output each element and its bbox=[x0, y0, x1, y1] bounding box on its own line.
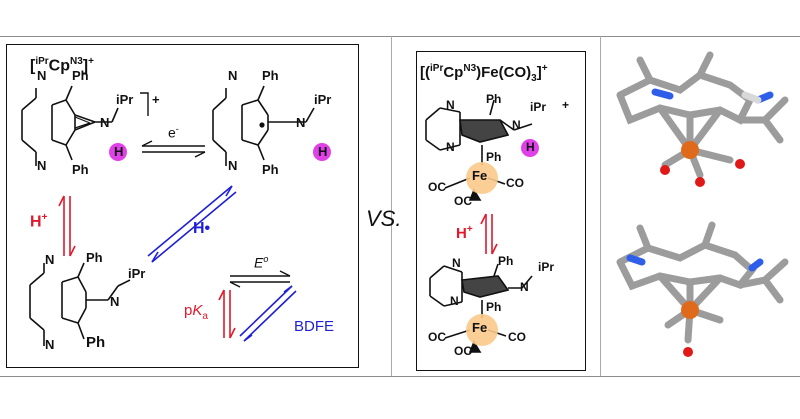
n-label: N bbox=[446, 140, 455, 154]
proton-arrows-right bbox=[480, 213, 498, 255]
fe-label: Fe bbox=[472, 168, 488, 183]
structure-protonated-ligand bbox=[21, 85, 119, 166]
bottom-rule bbox=[0, 376, 800, 377]
ph-label: Ph bbox=[262, 68, 279, 83]
h-label: H bbox=[114, 144, 124, 159]
h-label: H bbox=[526, 140, 535, 154]
plus-label: + bbox=[152, 92, 160, 107]
vertical-divider-1 bbox=[391, 36, 392, 376]
versus-label: VS. bbox=[366, 206, 402, 231]
ipr-label: iPr bbox=[538, 260, 555, 274]
n-label: N bbox=[100, 115, 110, 130]
ph-label: Ph bbox=[72, 162, 89, 177]
fe-highlight-bottom bbox=[466, 314, 498, 346]
n-label: N bbox=[296, 115, 306, 130]
co-label: CO bbox=[506, 176, 524, 190]
n-label: N bbox=[45, 337, 55, 352]
thermo-arrows-horizontal bbox=[229, 270, 291, 288]
crystal-structure-bottom bbox=[616, 221, 789, 357]
iron-complex-panel bbox=[416, 51, 586, 371]
ligand-panel bbox=[6, 44, 359, 368]
crystal-structure-top bbox=[616, 51, 789, 187]
oc-label: OC bbox=[428, 330, 446, 344]
ipr-label: iPr bbox=[116, 92, 134, 107]
electron-transfer-arrows bbox=[141, 140, 206, 158]
n-label: N bbox=[512, 118, 521, 132]
proton-label-right: H+ bbox=[456, 224, 473, 242]
h-highlight-left-top bbox=[109, 143, 127, 161]
ph-label: Ph bbox=[262, 162, 279, 177]
n-label: N bbox=[452, 256, 461, 270]
proton-label: H+ bbox=[30, 212, 48, 231]
n-label: N bbox=[450, 294, 459, 308]
ipr-label: iPr bbox=[314, 92, 332, 107]
n-label: N bbox=[110, 294, 120, 309]
complex-title: [(iPrCpN3)Fe(CO)3]+ bbox=[420, 63, 548, 84]
n-label: N bbox=[446, 98, 455, 112]
co-label: CO bbox=[508, 330, 526, 344]
h-atom-label: H• bbox=[193, 220, 211, 237]
ph-label: Ph bbox=[86, 250, 103, 265]
vertical-divider-2 bbox=[600, 36, 601, 376]
n-label: N bbox=[37, 158, 47, 173]
thermo-arrows-bdfe bbox=[239, 285, 297, 342]
ph-label: Ph bbox=[486, 150, 502, 164]
thermo-arrows-pka bbox=[218, 289, 236, 339]
fe-label: Fe bbox=[472, 320, 488, 335]
ipr-label: iPr bbox=[128, 266, 146, 281]
plus-label: + bbox=[562, 98, 570, 112]
top-rule bbox=[0, 36, 800, 37]
ligand-title: [iPrCpN3]+ bbox=[30, 56, 94, 75]
n-label: N bbox=[520, 280, 529, 294]
fe-highlight-top bbox=[466, 162, 498, 194]
ph-label: Ph bbox=[498, 254, 514, 268]
oc-label: OC bbox=[428, 180, 446, 194]
ph-label: Ph bbox=[486, 92, 502, 106]
bdfe-label: BDFE bbox=[294, 318, 335, 335]
ph-label: Ph bbox=[86, 334, 106, 351]
structure-fe-neutral bbox=[429, 263, 533, 353]
structure-radical-ligand bbox=[212, 85, 315, 166]
h-highlight-right-top bbox=[313, 143, 331, 161]
n-label: N bbox=[228, 158, 238, 173]
charge-bracket bbox=[140, 92, 149, 116]
ph-label: Ph bbox=[72, 68, 89, 83]
ph-label: Ph bbox=[486, 300, 502, 314]
electron-label: e- bbox=[168, 124, 179, 141]
h-atom-arrows bbox=[147, 185, 237, 263]
e-standard-label: Eo bbox=[254, 254, 269, 271]
n-label: N bbox=[45, 252, 55, 267]
oc-label: OC bbox=[454, 344, 472, 358]
oc-label: OC bbox=[454, 194, 472, 208]
proton-arrows-left bbox=[58, 195, 76, 257]
pka-label: pKa bbox=[184, 302, 208, 322]
n-label: N bbox=[37, 68, 47, 83]
h-label: H bbox=[318, 144, 328, 159]
ipr-label: iPr bbox=[530, 100, 547, 114]
n-label: N bbox=[228, 68, 238, 83]
h-highlight-fe bbox=[521, 139, 539, 157]
structure-neutral-ligand bbox=[29, 262, 131, 346]
